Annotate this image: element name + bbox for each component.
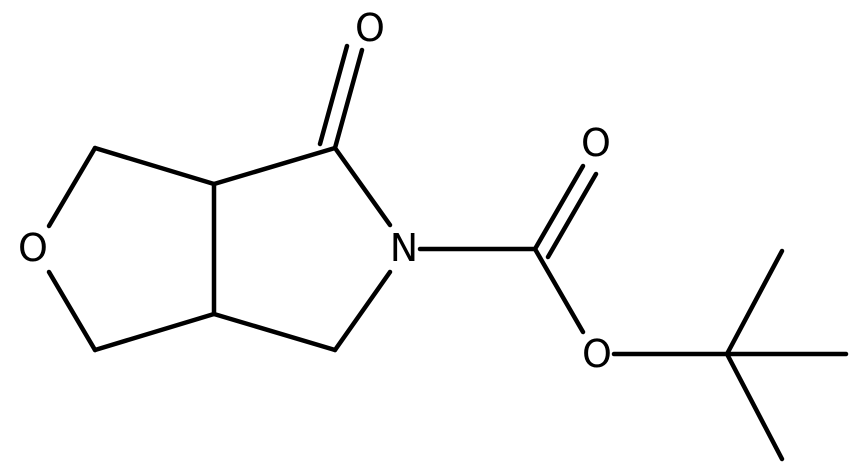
lactam-carbonyl-double-bond: [317, 43, 365, 151]
atom-labels: O O N O O: [18, 6, 612, 376]
boc-group-bonds: [417, 163, 849, 462]
bond-carbonyl-c-o: [532, 246, 586, 335]
ring-bonds: [46, 145, 393, 353]
bond-tbu-methyl-up: [724, 248, 785, 357]
lactam-oxygen-label: O: [355, 6, 385, 50]
nitrogen-label: N: [390, 226, 418, 270]
ring-oxygen-label: O: [18, 226, 48, 270]
bond-o-ch2a: [46, 145, 98, 229]
bond-ch2b-o: [46, 269, 98, 353]
bond-tbu-methyl-down: [724, 351, 785, 462]
bond-c3a-c4: [211, 145, 338, 187]
ester-carbonyl-oxygen-label: O: [581, 121, 611, 165]
ester-oxygen-label: O: [582, 332, 612, 376]
bond-c4-n: [332, 145, 393, 228]
bond-c6a-ch2b: [92, 311, 217, 353]
bond-ch2a-c3a: [92, 145, 217, 187]
bond-c6-c6a: [211, 311, 338, 353]
bond-n-c6: [332, 269, 393, 353]
